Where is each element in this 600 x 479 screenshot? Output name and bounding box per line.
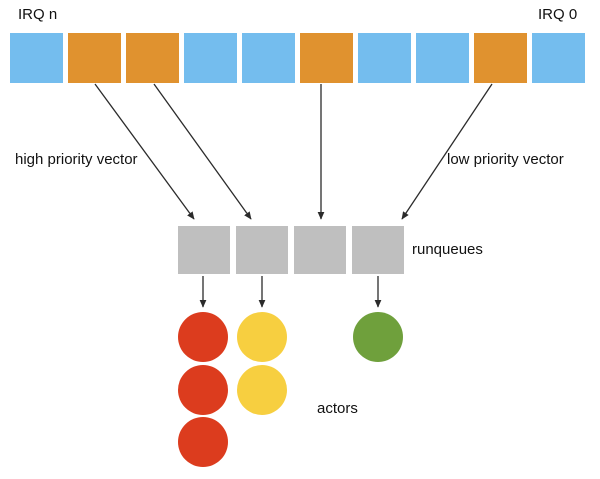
- actor-red-2[interactable]: [178, 417, 228, 467]
- irq-0-label: IRQ 0: [538, 6, 578, 23]
- low-priority-vector-label: low priority vector: [447, 151, 564, 168]
- actor-yellow-0[interactable]: [237, 312, 287, 362]
- irq-cell-1[interactable]: [68, 33, 121, 83]
- irq-cell-0[interactable]: [10, 33, 63, 83]
- high-priority-vector-label: high priority vector: [15, 151, 138, 168]
- arrow-irq2-to-runqueue1: [153, 83, 252, 220]
- actor-red-0[interactable]: [178, 312, 228, 362]
- actors-label: actors: [317, 400, 358, 417]
- irq-cell-2[interactable]: [126, 33, 179, 83]
- runqueue-1[interactable]: [236, 226, 288, 274]
- irq-cell-3[interactable]: [184, 33, 237, 83]
- runqueue-2[interactable]: [294, 226, 346, 274]
- irq-cell-8[interactable]: [474, 33, 527, 83]
- irq-cell-5[interactable]: [300, 33, 353, 83]
- runqueues-label: runqueues: [412, 241, 483, 258]
- runqueue-3[interactable]: [352, 226, 404, 274]
- runqueue-0[interactable]: [178, 226, 230, 274]
- actor-green-0[interactable]: [353, 312, 403, 362]
- irq-cell-7[interactable]: [416, 33, 469, 83]
- irq-cell-9[interactable]: [532, 33, 585, 83]
- actor-yellow-1[interactable]: [237, 365, 287, 415]
- irq-n-label: IRQ n: [18, 6, 58, 23]
- irq-cell-4[interactable]: [242, 33, 295, 83]
- actor-red-1[interactable]: [178, 365, 228, 415]
- irq-cell-6[interactable]: [358, 33, 411, 83]
